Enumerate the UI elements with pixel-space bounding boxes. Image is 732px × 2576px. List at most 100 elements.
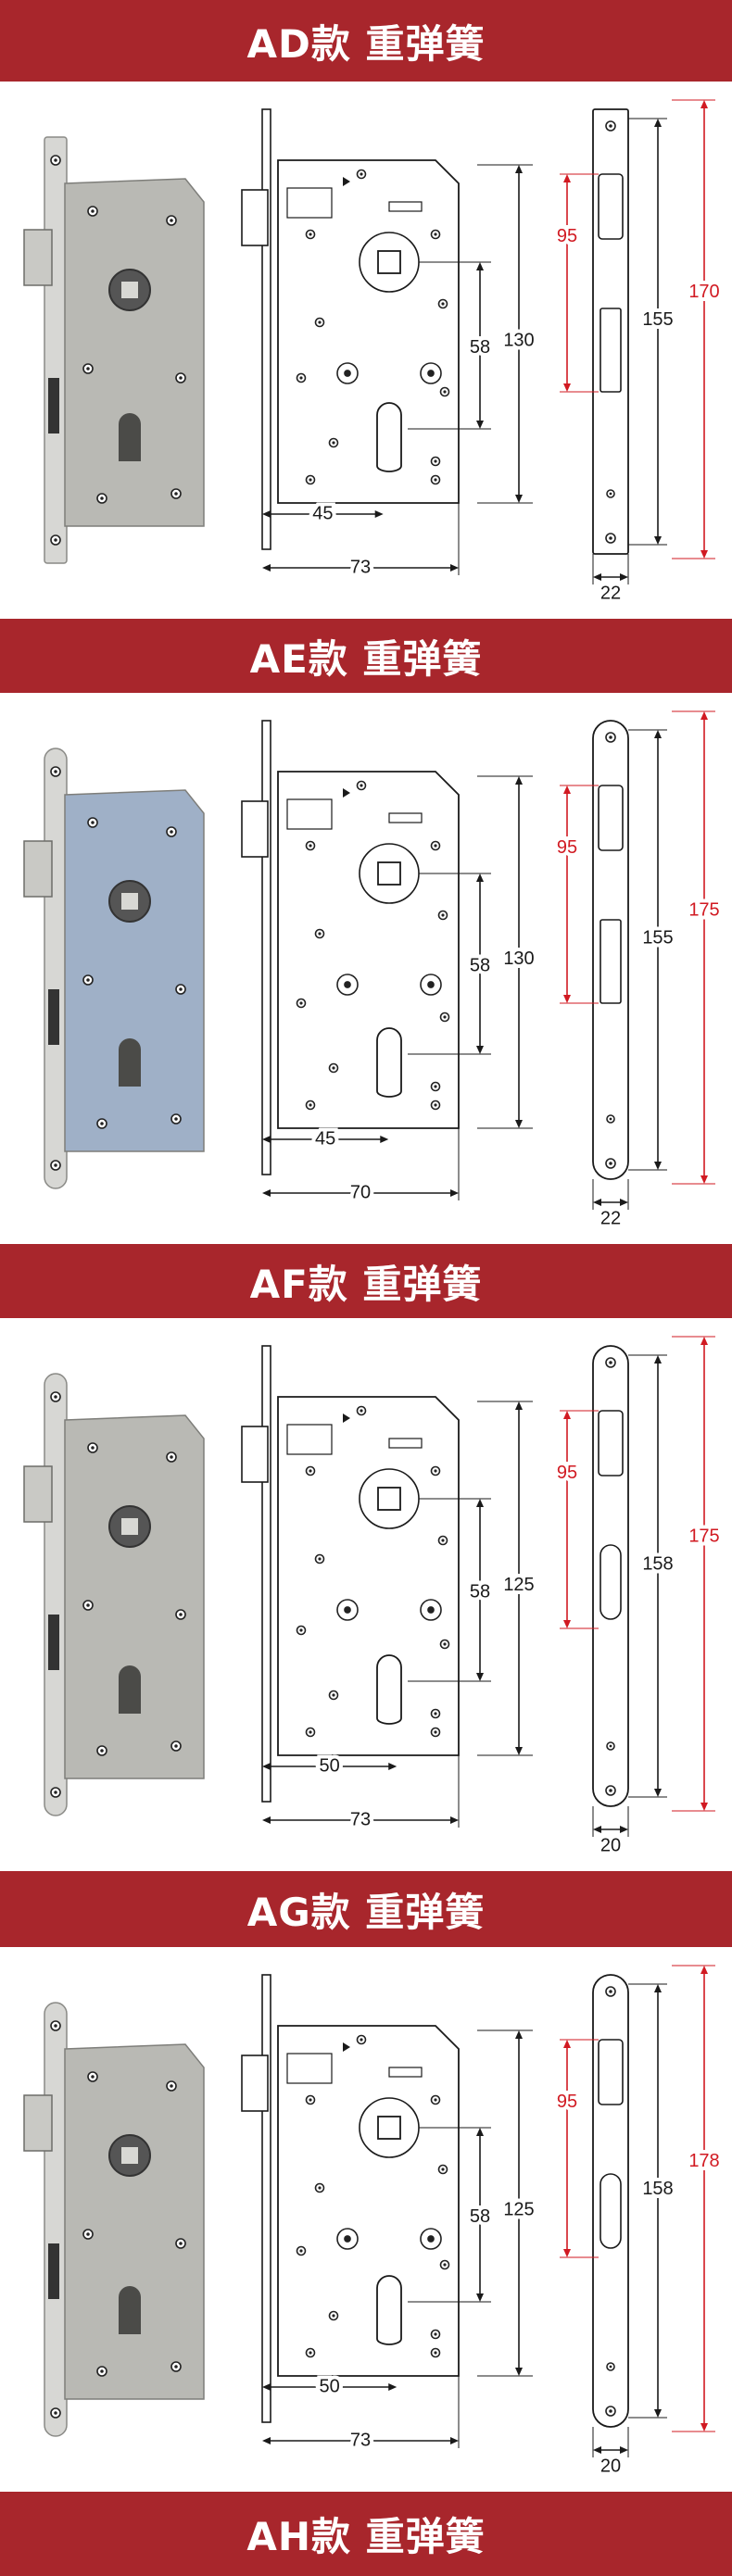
screw-photo: [166, 2080, 177, 2092]
latch-photo: [23, 1465, 53, 1523]
mount-hole: [420, 974, 442, 996]
mount-hole: [336, 362, 359, 384]
case-screw: [430, 2094, 441, 2105]
banner-af: AF款 重弹簧: [0, 1244, 732, 1318]
dim-faceplate-length-label: 155: [642, 927, 673, 948]
lock-case-photo: [64, 2043, 205, 2400]
screw-photo: [82, 363, 94, 374]
screw-photo: [82, 1600, 94, 1611]
dim-strike-span-label: 95: [557, 226, 577, 246]
case-screw: [430, 474, 441, 485]
latch-bolt: [241, 1426, 269, 1483]
dim-body-height: [515, 165, 523, 503]
dim-body-height-label: 130: [503, 949, 534, 969]
faceplate-screw: [606, 1741, 615, 1751]
lever-slot: [388, 1438, 423, 1449]
dim-faceplate-width-label: 20: [600, 1835, 621, 1855]
case-screw: [314, 1553, 325, 1564]
mount-hole: [336, 1599, 359, 1621]
faceplate-screw: [606, 489, 615, 498]
dim-faceplate-length: [654, 1355, 662, 1797]
dim-overall-length: [700, 711, 708, 1184]
case-screw: [305, 1727, 316, 1738]
spindle-square-photo: [121, 282, 138, 298]
case-screw: [305, 840, 316, 851]
dim-backset-label: 45: [315, 1128, 335, 1149]
mount-hole: [420, 2228, 442, 2250]
direction-mark: [343, 177, 350, 186]
screw-photo: [82, 2229, 94, 2240]
dim-faceplate-length-label: 155: [642, 309, 673, 330]
dim-body-width-label: 70: [350, 1182, 371, 1202]
screw-photo: [87, 206, 98, 217]
cylinder-hole: [376, 2275, 402, 2345]
latch-bolt: [241, 800, 269, 858]
screw-photo: [166, 826, 177, 837]
dim-spindle-cylinder-label: 58: [470, 337, 490, 358]
case-screw: [439, 2259, 450, 2270]
faceplate-screw: [605, 1986, 616, 1997]
dim-strike-span: [563, 2040, 571, 2257]
dim-body-height-label: 125: [503, 1575, 534, 1595]
latch-photo: [23, 840, 53, 898]
dim-backset-label: 45: [312, 503, 333, 523]
screw-photo: [87, 2071, 98, 2082]
case-screw: [430, 1100, 441, 1111]
latch-bolt: [241, 2055, 269, 2112]
dim-faceplate-length-label: 158: [642, 1553, 673, 1574]
faceplate-screw: [606, 1114, 615, 1124]
screw-photo: [175, 1609, 186, 1620]
case-screw: [314, 317, 325, 328]
case-screw: [437, 298, 448, 309]
strike-slot-photo: [48, 1615, 59, 1670]
lock-photo: [23, 748, 205, 1189]
screw-photo: [96, 493, 107, 504]
faceplate-screw-photo: [50, 2407, 61, 2419]
dim-faceplate-width: [593, 1199, 628, 1206]
screw-photo: [96, 2366, 107, 2377]
dim-spindle-cylinder-label: 58: [470, 2206, 490, 2227]
banner-ah: AH款 重弹簧: [0, 2492, 732, 2576]
screw-photo: [175, 372, 186, 383]
dim-body-height: [515, 776, 523, 1128]
case-screw: [314, 928, 325, 939]
dim-strike-span-label: 95: [557, 1463, 577, 1483]
direction-mark: [343, 788, 350, 798]
dim-faceplate-length-label: 158: [642, 2179, 673, 2199]
bolt-slot: [599, 308, 622, 393]
latch-bolt: [241, 189, 269, 246]
dim-backset: [262, 510, 384, 518]
latch-window: [598, 1410, 624, 1476]
dim-overall-length-label: 170: [688, 282, 719, 302]
case-screw: [430, 1081, 441, 1092]
dim-faceplate-width: [593, 573, 628, 581]
lock-case-photo: [64, 1414, 205, 1779]
dim-strike-span: [563, 174, 571, 392]
case-screw: [356, 1405, 367, 1416]
case-screw: [328, 1062, 339, 1074]
case-screw: [356, 169, 367, 180]
latch-photo: [23, 229, 53, 286]
dim-overall-length-label: 175: [688, 899, 719, 920]
cylinder-hole-photo: [119, 2286, 141, 2334]
dim-body-width: [262, 1816, 459, 1824]
dim-faceplate-length: [654, 1984, 662, 2418]
mount-hole: [420, 362, 442, 384]
case-screw: [430, 229, 441, 240]
mount-hole: [336, 2228, 359, 2250]
screw-photo: [175, 984, 186, 995]
dim-faceplate-width: [593, 2446, 628, 2454]
direction-mark: [343, 2042, 350, 2052]
lock-photo: [23, 136, 205, 564]
dim-spindle-cylinder-label: 58: [470, 1581, 490, 1602]
case-screw: [356, 780, 367, 791]
screw-photo: [170, 488, 182, 499]
side-faceplate: [261, 108, 271, 550]
dim-overall-length-label: 178: [688, 2151, 719, 2171]
dim-overall-length: [700, 1337, 708, 1811]
